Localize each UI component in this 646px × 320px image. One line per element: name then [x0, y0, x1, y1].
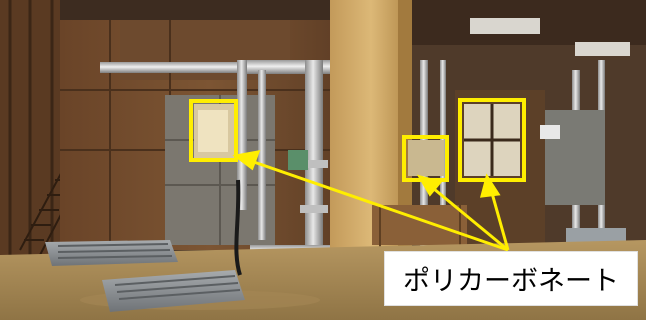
highlight-box-large-right	[458, 98, 526, 182]
annotation-label: ポリカーボネート	[403, 266, 619, 297]
highlight-box-left	[189, 99, 238, 162]
annotation-label-box: ポリカーボネート	[384, 251, 638, 306]
annotation-arrows	[232, 150, 510, 252]
